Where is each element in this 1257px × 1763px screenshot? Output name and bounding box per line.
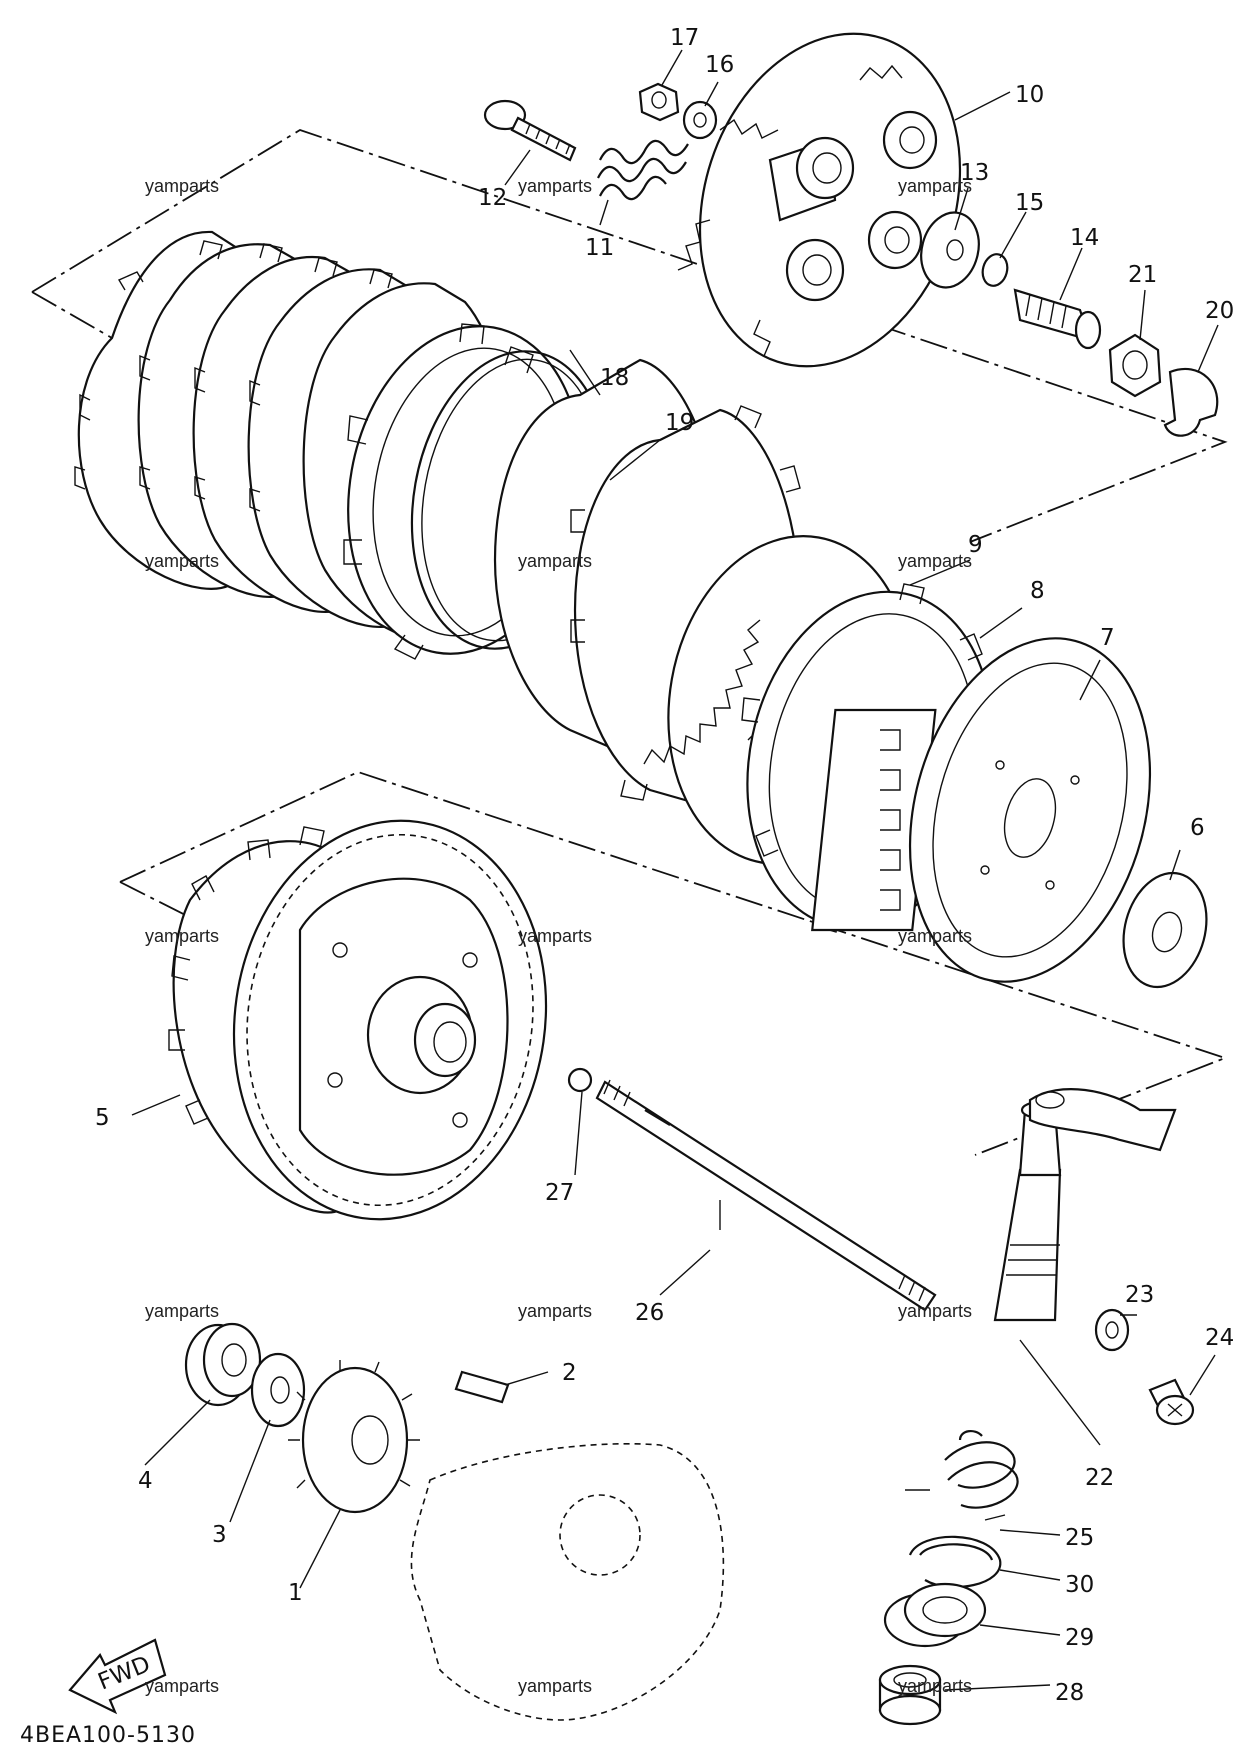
part-24-screw bbox=[1148, 1378, 1195, 1426]
callout-8: 8 bbox=[1030, 578, 1045, 604]
part-27-ball bbox=[567, 1067, 593, 1093]
callout-10: 10 bbox=[1015, 82, 1044, 108]
callout-28: 28 bbox=[1055, 1680, 1084, 1706]
callout-24: 24 bbox=[1205, 1325, 1234, 1351]
watermarks: yamparts yamparts yamparts yamparts yamp… bbox=[145, 176, 972, 1696]
watermark: yamparts bbox=[145, 1676, 219, 1696]
watermark: yamparts bbox=[518, 176, 592, 196]
part-11-spring bbox=[597, 139, 689, 201]
pressure-plate-bosses bbox=[768, 110, 938, 302]
callout-7: 7 bbox=[1100, 625, 1115, 651]
part-16-washer bbox=[682, 100, 718, 140]
part-7-clutch-boss bbox=[811, 637, 1152, 983]
callout-17: 17 bbox=[670, 25, 699, 51]
callout-29: 29 bbox=[1065, 1625, 1094, 1651]
callout-4: 4 bbox=[138, 1468, 153, 1494]
watermark: yamparts bbox=[898, 176, 972, 196]
crankcase-outline bbox=[410, 1443, 725, 1721]
part-23-washer bbox=[1094, 1308, 1130, 1352]
part-29-oil-seal bbox=[883, 1582, 987, 1648]
callout-22: 22 bbox=[1085, 1465, 1114, 1491]
part-30-circlip bbox=[908, 1535, 1002, 1589]
callout-20: 20 bbox=[1205, 298, 1234, 324]
watermark: yamparts bbox=[518, 551, 592, 571]
part-25-spring bbox=[905, 1430, 1019, 1521]
part-2-key bbox=[454, 1370, 510, 1404]
callout-16: 16 bbox=[705, 52, 734, 78]
leader-lines bbox=[131, 49, 1219, 1691]
part-5-primary-driven-gear bbox=[168, 819, 548, 1221]
callout-2: 2 bbox=[562, 1360, 577, 1386]
part-4-collar bbox=[184, 1322, 262, 1407]
watermark: yamparts bbox=[898, 551, 972, 571]
callout-21: 21 bbox=[1128, 262, 1157, 288]
part-1-gear bbox=[288, 1360, 420, 1514]
watermark: yamparts bbox=[518, 1301, 592, 1321]
callout-14: 14 bbox=[1070, 225, 1099, 251]
part-22-push-lever-shaft bbox=[993, 1088, 1177, 1322]
part-6-lock-washer bbox=[1122, 871, 1208, 989]
watermark: yamparts bbox=[145, 926, 219, 946]
part-26-push-rod bbox=[595, 1079, 937, 1312]
callout-5: 5 bbox=[95, 1105, 110, 1131]
watermark: yamparts bbox=[145, 551, 219, 571]
callout-23: 23 bbox=[1125, 1282, 1154, 1308]
callout-18: 18 bbox=[600, 365, 629, 391]
part-10-pressure-plate bbox=[677, 32, 962, 368]
watermark: yamparts bbox=[898, 1301, 972, 1321]
callout-26: 26 bbox=[635, 1300, 664, 1326]
part-21-nut bbox=[1108, 333, 1162, 398]
callout-25: 25 bbox=[1065, 1525, 1094, 1551]
watermark: yamparts bbox=[145, 176, 219, 196]
callout-12: 12 bbox=[478, 185, 507, 211]
part-12-bolt bbox=[483, 99, 577, 162]
callout-3: 3 bbox=[212, 1522, 227, 1548]
callout-30: 30 bbox=[1065, 1572, 1094, 1598]
watermark: yamparts bbox=[898, 926, 972, 946]
watermark: yamparts bbox=[518, 1676, 592, 1696]
callout-labels: 1 2 3 4 5 6 7 8 9 10 11 12 13 14 15 16 1… bbox=[95, 25, 1234, 1706]
callout-19: 19 bbox=[665, 410, 694, 436]
part-20-lock-washer bbox=[1163, 367, 1219, 437]
part-15-o-ring bbox=[981, 253, 1009, 287]
part-14-push-rod bbox=[1013, 288, 1102, 350]
watermark: yamparts bbox=[518, 926, 592, 946]
drawing-code: 4BEA100-5130 bbox=[20, 1723, 196, 1748]
callout-15: 15 bbox=[1015, 190, 1044, 216]
part-17-nut bbox=[638, 82, 680, 122]
watermark: yamparts bbox=[898, 1676, 972, 1696]
callout-13: 13 bbox=[960, 160, 989, 186]
callout-1: 1 bbox=[288, 1580, 303, 1606]
part-3-washer bbox=[250, 1352, 306, 1428]
callout-11: 11 bbox=[585, 235, 614, 261]
part-28-bearing bbox=[878, 1664, 942, 1726]
callout-27: 27 bbox=[545, 1180, 574, 1206]
callout-6: 6 bbox=[1190, 815, 1205, 841]
callout-9: 9 bbox=[968, 532, 983, 558]
watermark: yamparts bbox=[145, 1301, 219, 1321]
